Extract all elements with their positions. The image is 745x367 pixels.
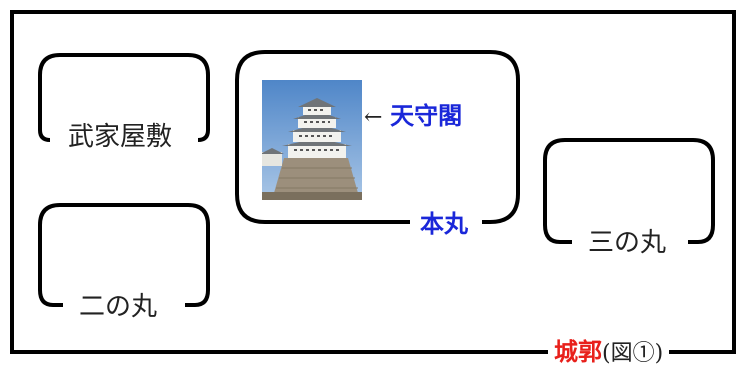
sannomaru-label: 三の丸 <box>582 230 673 256</box>
ninomaru-outline <box>38 203 210 307</box>
castle-enclosure-title: 城郭 <box>554 338 602 366</box>
keep-arrow: ← <box>364 105 383 130</box>
figure-reference: (図①) <box>602 341 664 366</box>
sannomaru-outline <box>543 138 715 244</box>
keep-callout: ← 天守閣 <box>364 104 462 129</box>
honmaru-outline <box>235 50 520 224</box>
ninomaru-label: 二の丸 <box>73 294 164 320</box>
castle-enclosure-label: 城郭(図①) <box>548 338 670 366</box>
samurai-residences-label: 武家屋敷 <box>62 124 179 150</box>
keep-label: 天守閣 <box>390 102 463 130</box>
samurai-residences-outline <box>38 53 210 130</box>
castle-enclosure-outline <box>10 10 736 354</box>
honmaru-label: 本丸 <box>416 212 472 236</box>
castle-keep-photo <box>262 80 362 200</box>
